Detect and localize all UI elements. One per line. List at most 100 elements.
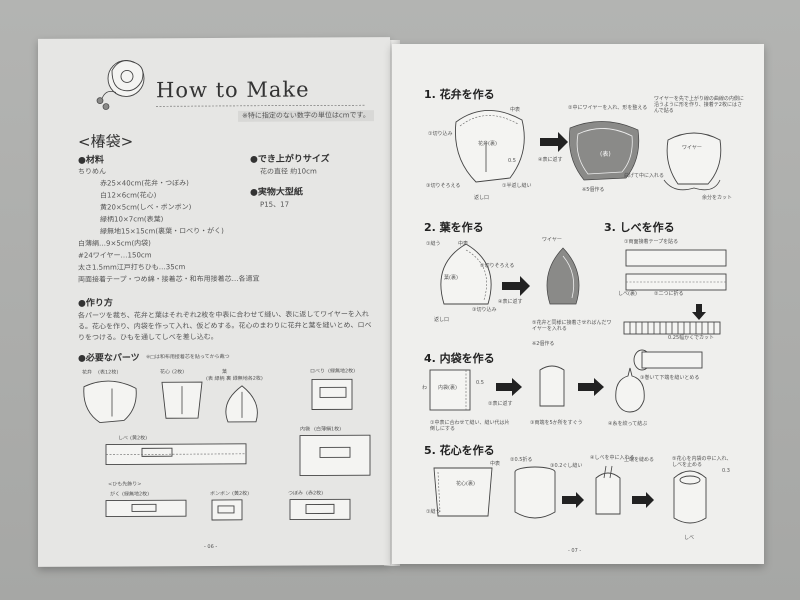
step4-bag-sewing (429, 369, 471, 411)
robe-pattern (311, 378, 353, 410)
label-gaku: がく (110, 491, 121, 498)
how-body: 各パーツを裁ち、花弁と葉はそれぞれ2枚を中表に合わせて縫い、表に返してワイヤーを… (78, 310, 372, 342)
step4-title: 4. 内袋を作る (424, 352, 495, 365)
step3-label-cut: 0.25幅かくでカット (668, 335, 714, 341)
step4-label-05a: 0.5 (476, 380, 484, 386)
step2-label-nakaomote: 中表 (458, 241, 469, 247)
page-number-left: - 06 - (204, 543, 218, 551)
label-inner: 内袋 (300, 426, 311, 433)
svg-text:(表): (表) (600, 150, 611, 158)
step2-label-leaf: 葉(裏) (444, 275, 458, 281)
bonbon-pattern (211, 499, 243, 521)
tsubomi-pattern (289, 498, 351, 521)
materials-line-4: 緑無地15×15cm(裏葉・ロべり・がく) (100, 226, 224, 236)
step1-label-bend: 曲げて中に入れる (624, 173, 665, 179)
label-inner-count: (白薄絹1枚) (314, 426, 342, 433)
right-page: 1. 花弁を作る 中表 ①切り込み 花弁(裏) ③切りそろえる 0.5 返し口 … (392, 44, 764, 564)
step3-label-maku: ③巻いて下端を縫いとめる (640, 375, 700, 381)
step3-label-shibe: しべ(裏) (618, 291, 637, 297)
step3-roll (633, 349, 703, 371)
label-tsubomi-count: (赤2枚) (306, 490, 324, 497)
step1-label-cut: 余分をカット (702, 195, 733, 201)
step5-title: 5. 花心を作る (424, 444, 495, 457)
inner-pattern (299, 434, 371, 477)
step1-label-kaeshiguchi: 返し口 (474, 195, 490, 201)
step1-arrow-1 (540, 132, 568, 152)
step3-title: 3. しべを作る (604, 221, 675, 234)
label-bonbon-count: (黄2枚) (232, 490, 250, 497)
step3-arrow-down (692, 304, 706, 320)
step2-title: 2. 葉を作る (424, 221, 484, 234)
step1-petal-wire: (表) (568, 121, 640, 181)
label-core-count: (2枚) (172, 369, 185, 376)
gaku-pattern (105, 499, 187, 518)
size-heading: ●でき上がりサイズ (250, 154, 330, 165)
step1-title: 1. 花弁を作る (424, 88, 495, 101)
step4-bag-tube (539, 365, 565, 407)
step5-core-sewing (433, 467, 493, 517)
materials-line-3: 緑柄10×7cm(表葉) (100, 215, 164, 224)
label-shibe-count: (黄2枚) (130, 435, 148, 442)
pattern-value: P15、17 (260, 200, 290, 209)
step1-petal-final (663, 132, 722, 191)
step5-core-folded (514, 466, 556, 519)
label-leaf-count: (表 緑柄 裏 緑無地各2枚) (206, 375, 263, 383)
materials-line-1: 白12×6cm(花心) (100, 191, 157, 200)
leaf-pattern (225, 385, 258, 423)
step2-arrow-1 (502, 276, 530, 296)
step3-fringe (623, 321, 721, 335)
label-tsubomi: つぼみ (288, 490, 304, 497)
left-page: How to Make ※特に指定のない数字の単位はcmです。 <椿袋> ●材料… (38, 37, 390, 567)
step5-label-shibe-in: ④しべを中に入れる (590, 455, 635, 461)
step4-arrow-1 (496, 378, 522, 396)
step1-label-kirisoroeru: ③切りそろえる (426, 183, 461, 189)
step1-label-petal: 花弁(裏) (478, 141, 497, 147)
step5-label-shibe: しべ (684, 535, 695, 541)
step5-label-gushi: ③0.2ぐし縫い (550, 463, 583, 469)
step4-label-wa: わ (422, 385, 428, 391)
step4-label-nuu: ①中表に合わせて縫い、縫い代は片倒しにする (430, 420, 510, 432)
step5-label-core: 花心(裏) (456, 481, 475, 487)
step1-label-omote: ④表に返す (538, 157, 563, 163)
parts-note: ※□は和布用接着芯を貼ってから裁つ (146, 353, 230, 361)
page-title: How to Make (156, 77, 310, 103)
label-bonbon: ボンボン (210, 490, 231, 498)
step2-leaf-sewing (440, 243, 492, 305)
step1-label-kirikomi: ①切り込み (428, 131, 453, 137)
petal-pattern (83, 380, 137, 424)
step2-label-note: ⑤花弁と同様に接着させればんだワイヤーを入れる (532, 320, 612, 332)
materials-fabric: ちりめん (78, 167, 106, 176)
label-himo: <ひも先飾り> (108, 481, 142, 488)
label-robe: ロべり (310, 368, 326, 375)
unit-note: ※特に指定のない数字の単位はcmです。 (238, 110, 374, 122)
pattern-heading: ●実物大型紙 (250, 187, 303, 198)
step5-arrow-1 (562, 492, 584, 508)
parts-heading: ●必要なパーツ (78, 353, 140, 364)
step2-leaf-wire (546, 247, 580, 305)
step4-label-susugu: ③両端を5か所をすぐう (530, 420, 583, 426)
step2-label-wire: ワイヤー (542, 237, 562, 243)
label-robe-count: (緑無地2枚) (328, 368, 356, 375)
step1-label-nakaomote: 中表 (510, 107, 521, 113)
size-value: 花の直径 約10cm (260, 167, 317, 176)
step2-label-2ko: ※2個作る (532, 341, 555, 347)
step5-label-oru: ②0.5折る (510, 457, 533, 463)
step5-arrow-2 (632, 492, 654, 508)
step3-label-tape: ①両面接着テープを貼る (624, 239, 679, 245)
materials-line-2: 黄20×5cm(しべ・ボンボン) (100, 203, 192, 212)
step4-label-omote: ②表に返す (488, 401, 513, 407)
materials-heading: ●材料 (78, 155, 104, 166)
label-petal-count: (表12枚) (98, 369, 119, 376)
materials-line-5: 白薄絹…9×5cm(内袋) (78, 239, 151, 248)
materials-line-0: 赤25×40cm(花弁・つぼみ) (100, 179, 189, 188)
step1-label-5ko: ※5個作る (582, 187, 605, 193)
shibe-pattern (105, 443, 247, 466)
step1-label-wire: ワイヤー (682, 145, 702, 151)
label-leaf: 葉 (222, 368, 228, 375)
step2-label-kaeshiguchi: 返し口 (434, 317, 450, 323)
step2-label-nuu: ①縫う (426, 241, 441, 247)
step1-label-hangaeshi: ①半返し縫い (502, 183, 532, 189)
step2-label-omote: ④表に返す (498, 299, 523, 305)
step5-label-nuu: ①縫う (426, 509, 441, 515)
step1-label-wire-note: ワイヤーを先で上がり線の曲線の内側に沿うように形を作り、接着テ2枚にはさんで貼る (654, 96, 744, 114)
